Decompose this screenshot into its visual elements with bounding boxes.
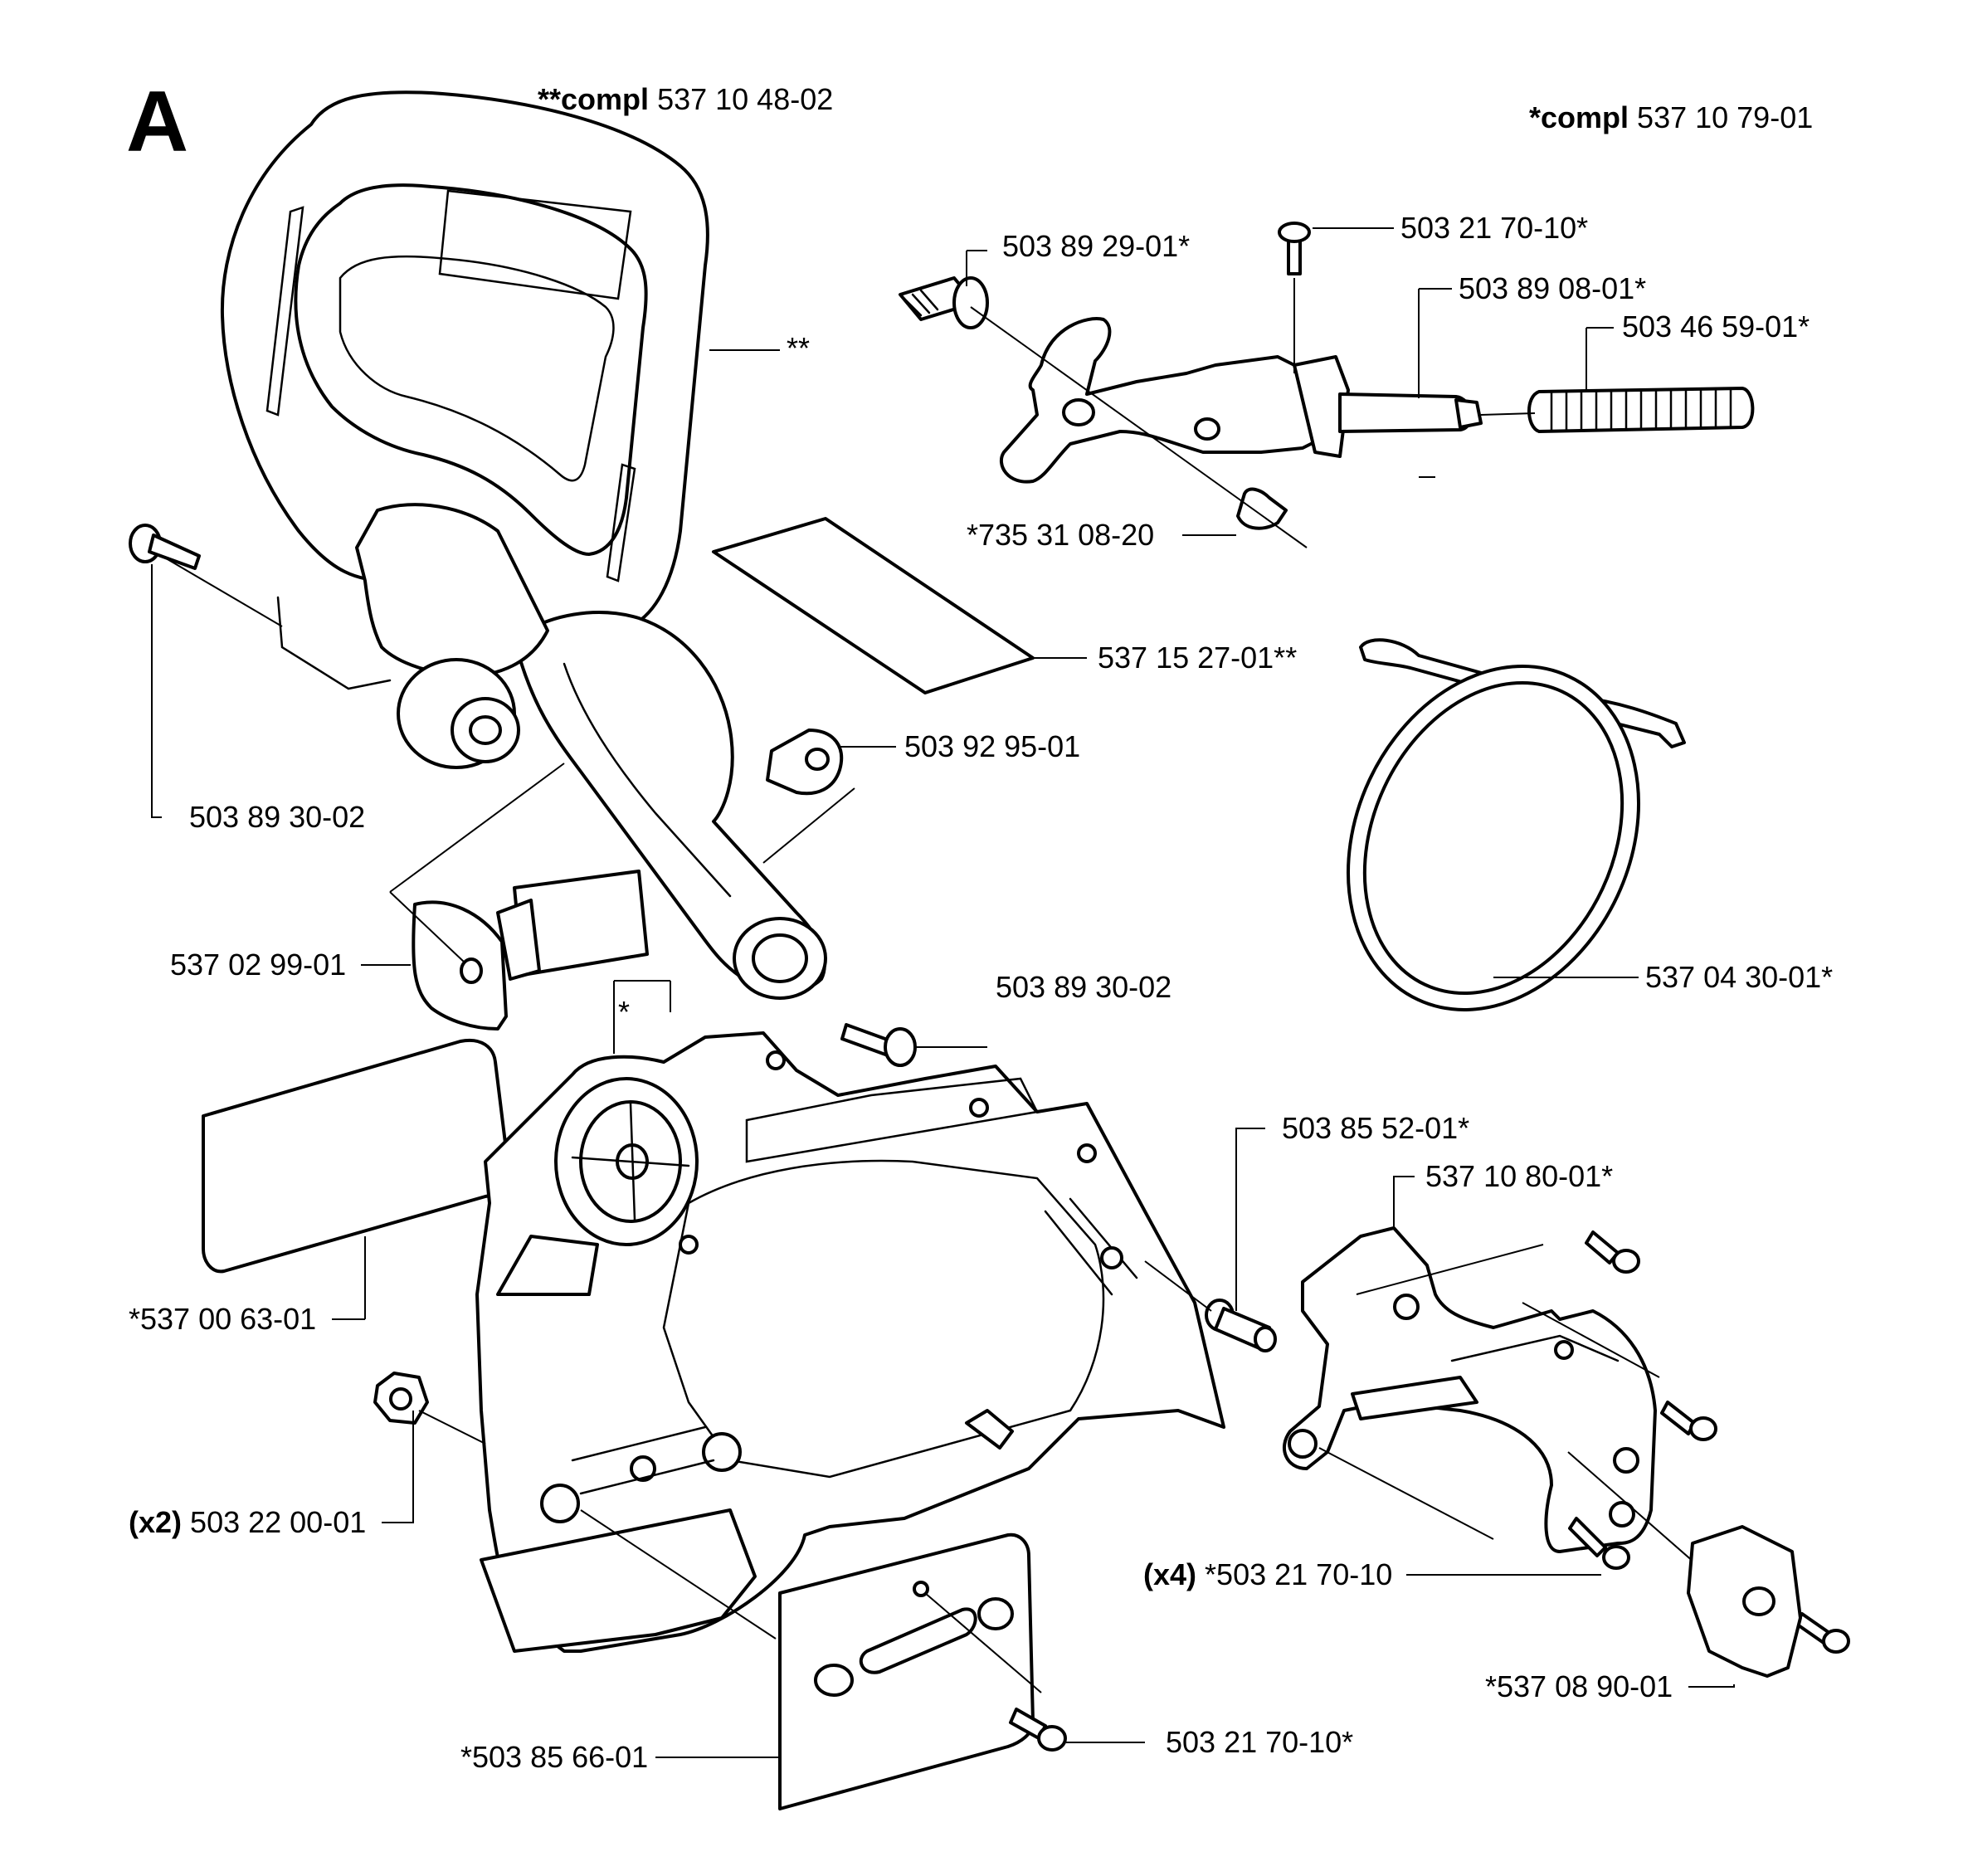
- part-qty: (x2): [129, 1505, 183, 1539]
- part-label: 503 89 30-02: [189, 800, 366, 834]
- part-label: *503 85 66-01: [460, 1740, 649, 1774]
- assembly-number: 537 10 48-02: [657, 82, 834, 116]
- assembly-prefix: **compl: [538, 82, 650, 116]
- part-label: 503 89 08-01*: [1459, 271, 1647, 305]
- brake-cover-screws: [1568, 1230, 1850, 1654]
- part-label: 537 15 27-01**: [1098, 641, 1298, 675]
- part-label: 537 04 30-01*: [1645, 960, 1834, 994]
- pivot-block-and-washer: [412, 870, 649, 1031]
- hand-guard: [220, 90, 827, 1000]
- part-label: 503 21 70-10*: [1166, 1725, 1354, 1759]
- assembly-chain-brake-kit: *compl 537 10 79-01: [1529, 101, 1813, 134]
- marker-double-star: **: [787, 331, 811, 365]
- part-label: 537 02 99-01: [170, 948, 347, 982]
- part-label: 503 89 30-02: [996, 970, 1172, 1004]
- clutch-cover-decal: [202, 1038, 511, 1274]
- part-label: *537 08 90-01: [1485, 1669, 1673, 1703]
- brake-lever-assembly: [899, 222, 1755, 530]
- marker-single-star: *: [618, 995, 631, 1029]
- assembly-number: 537 10 79-01: [1637, 100, 1814, 134]
- part-number: 503 22 00-01: [190, 1505, 367, 1539]
- assembly-hand-guard-kit: **compl 537 10 48-02: [538, 83, 833, 116]
- part-qty: (x4): [1143, 1557, 1197, 1591]
- screw-right: [840, 1023, 917, 1067]
- assembly-prefix: *compl: [1529, 100, 1629, 134]
- part-label: 503 85 52-01*: [1282, 1111, 1470, 1145]
- washer-503-92-95: [766, 728, 844, 796]
- section-letter: A: [126, 74, 189, 170]
- screw-left: [129, 524, 201, 570]
- chain-guide-plate: [778, 1532, 1035, 1810]
- pin-503-85-52: [1205, 1299, 1277, 1352]
- clutch-cover: [475, 1031, 1225, 1653]
- part-label: 537 10 80-01*: [1425, 1159, 1614, 1193]
- brake-cover: [1282, 1226, 1657, 1553]
- part-label-with-qty: (x4) *503 21 70-10: [1143, 1558, 1392, 1591]
- part-label-with-qty: (x2) 503 22 00-01: [129, 1506, 366, 1539]
- part-label: 503 46 59-01*: [1622, 309, 1810, 344]
- screw-bottom: [1009, 1708, 1067, 1752]
- nut-503-22-00: [373, 1372, 429, 1425]
- part-label: *735 31 08-20: [967, 518, 1155, 552]
- part-label: 503 21 70-10*: [1400, 211, 1589, 245]
- part-label: *537 00 63-01: [129, 1302, 317, 1336]
- brake-band: [1347, 638, 1686, 1011]
- part-label: 503 89 29-01*: [1002, 229, 1191, 263]
- chain-catcher-block: [1687, 1525, 1802, 1678]
- part-label: 503 92 95-01: [904, 729, 1081, 763]
- part-number: *503 21 70-10: [1205, 1557, 1393, 1591]
